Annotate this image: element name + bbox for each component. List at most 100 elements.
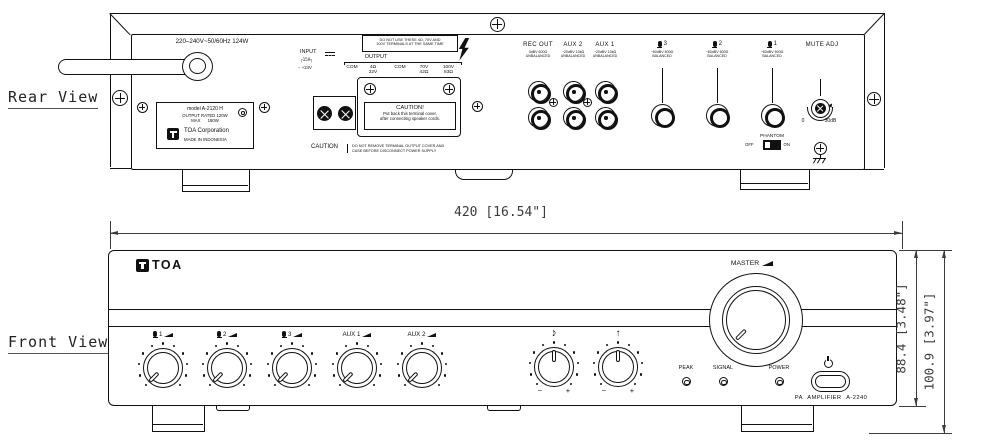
knob-scale-dot	[310, 352, 313, 355]
dc-symbol-icon	[325, 55, 335, 56]
knob-scale-dot	[243, 384, 246, 387]
mic-icon	[767, 41, 773, 49]
extension-line	[901, 221, 903, 249]
plus-label: +	[565, 386, 571, 395]
cable-grommet-inner	[189, 58, 206, 74]
master-knob-inner	[726, 290, 786, 350]
rear-view-label: Rear View	[8, 88, 99, 109]
knob-scale-dot	[564, 344, 567, 347]
cover-caution-box: CAUTION! Put back this terminal cover, a…	[364, 102, 456, 130]
screw-icon	[582, 97, 592, 107]
dimension-arrow	[941, 425, 946, 433]
knob-scale-dot	[533, 351, 536, 354]
knob-scale-dot	[403, 384, 406, 387]
dimension-arrow	[913, 250, 918, 258]
knob-scale-dot	[355, 342, 359, 345]
knob-label-aux2: AUX 2	[392, 331, 452, 338]
knob-scale-dot	[570, 383, 573, 386]
mic-icon	[152, 331, 158, 339]
power-icon	[827, 356, 830, 361]
nameplate-model: model A-2120 H	[187, 106, 223, 112]
caution-divider	[347, 143, 348, 153]
level-wedge-icon	[762, 261, 774, 267]
mic-icon	[281, 331, 287, 339]
fuse-label: ┌15A┐	[300, 58, 313, 63]
knob-pointer	[552, 350, 556, 362]
knob-scale-dot	[315, 363, 318, 366]
knob-scale-dot	[445, 363, 448, 366]
rear-corner-line	[109, 13, 131, 36]
rear-corner-line	[864, 12, 885, 35]
rear-foot	[455, 169, 513, 180]
knob-scale-dot	[396, 363, 399, 366]
rca-jack	[594, 106, 618, 130]
knob-scale-dot	[273, 384, 276, 387]
knob-scale-dot	[225, 342, 229, 345]
warning-box: DO NOT USE THESE 4Ω, 70V AND 100V TERMIN…	[362, 35, 458, 52]
toa-logo-icon	[136, 259, 149, 272]
knob-scale-dot	[634, 383, 637, 386]
knob-scale-dot	[397, 374, 400, 377]
power-cord	[58, 59, 190, 75]
knob-scale-dot	[401, 352, 404, 355]
knob-scale-dot	[599, 383, 602, 386]
plus-label: +	[629, 386, 635, 395]
knob-scale-dot	[576, 373, 579, 376]
knob-scale-dot	[245, 352, 248, 355]
terminal-label: COM	[346, 64, 358, 70]
panel-groove-line	[108, 308, 897, 310]
knob-scale-dot	[332, 374, 335, 377]
output-label: OUTPUT	[364, 54, 388, 60]
cert-mark-icon	[238, 108, 247, 117]
level-wedge-icon	[228, 333, 238, 337]
knob-label-aux1: AUX 1	[327, 331, 387, 338]
screw-icon	[867, 92, 881, 106]
knob-scale-dot	[420, 342, 424, 345]
knob-scale-dot	[529, 373, 532, 376]
screw-icon	[364, 83, 376, 95]
knob-bass	[528, 341, 580, 392]
screw-icon	[489, 16, 505, 32]
knob-scale-dot	[138, 374, 141, 377]
brand-text: TOA	[152, 258, 183, 272]
rear-left-bottom	[110, 167, 131, 169]
level-wedge-icon	[293, 333, 303, 337]
knob-scale-dot	[237, 345, 240, 348]
cover-caution-line: Put back this terminal cover,	[383, 110, 437, 116]
knob-scale-dot	[271, 352, 274, 355]
width-dimension-text: 420 [16.54"]	[454, 205, 548, 220]
knob-mic1	[137, 342, 189, 393]
knob-label-mic1: 1	[133, 331, 193, 339]
rear-right-bottom	[864, 168, 884, 170]
knob-scale-dot	[206, 352, 209, 355]
knob-scale-dot	[373, 384, 376, 387]
knob-scale-dot	[201, 363, 204, 366]
extension-line	[869, 432, 952, 434]
mic-icon	[657, 41, 663, 49]
knob-mic2	[201, 342, 253, 393]
knob-scale-dot	[572, 351, 575, 354]
mute-scale-max: −30dB	[821, 117, 837, 124]
knob-scale-dot	[367, 345, 370, 348]
warning-line: 100V TERMINALS AT THE SAME TIME	[376, 42, 444, 46]
terminal-screw-icon	[317, 106, 332, 121]
jack-label-mic1: 1	[752, 41, 792, 49]
power-rating-label: 220–240V~50/60Hz 124W	[175, 38, 249, 45]
knob-treble	[592, 341, 644, 392]
knob-scale-dot	[438, 384, 441, 387]
phantom-off-label: OFF	[745, 142, 754, 147]
knob-scale-dot	[605, 344, 608, 347]
knob-scale-dot	[150, 345, 153, 348]
rear-foot	[182, 170, 250, 192]
knob-scale-dot	[440, 352, 443, 355]
led-label-signal: SIGNAL	[712, 364, 734, 371]
knob-scale-dot	[308, 384, 311, 387]
extension-line	[899, 249, 952, 251]
mute-scale-min: 0	[801, 117, 805, 124]
jack-label-aux2: AUX 2	[563, 42, 583, 48]
